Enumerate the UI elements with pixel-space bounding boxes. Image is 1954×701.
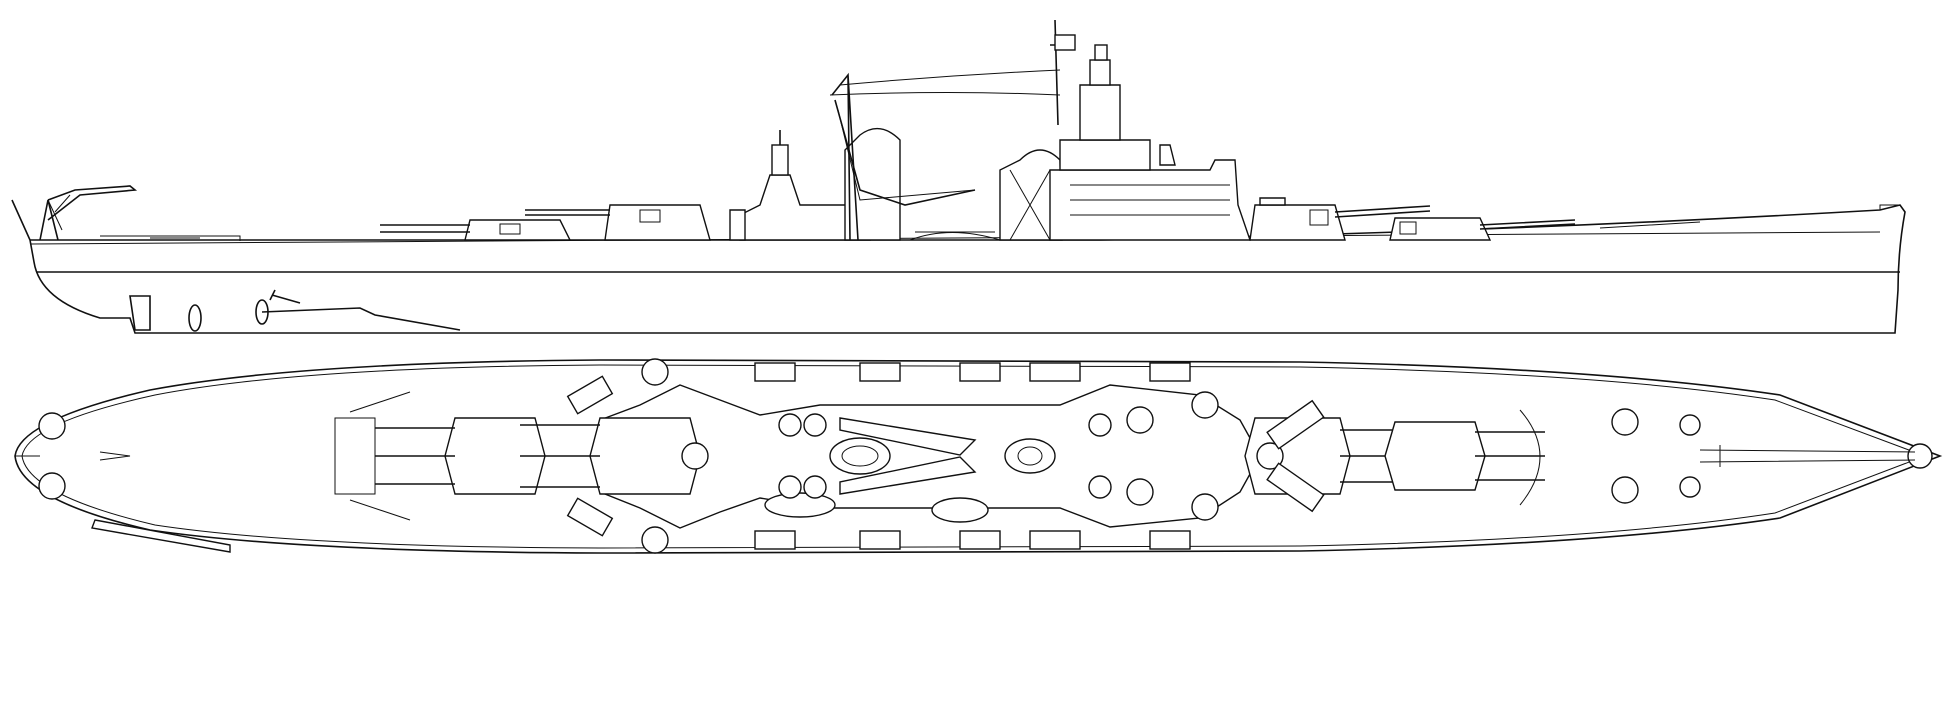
turret-3 — [380, 219, 572, 241]
turret-A-plan — [1384, 421, 1545, 491]
turret-3-plan — [375, 417, 546, 495]
aa-mounts — [566, 362, 1325, 550]
turret-1 — [1249, 197, 1431, 241]
turret-2-plan — [520, 417, 701, 495]
turret-2 — [525, 204, 711, 241]
deck-edge — [29, 231, 1881, 245]
propeller-and-rudder — [129, 289, 461, 332]
aft-funnel — [831, 72, 976, 241]
aft-superstructure — [729, 130, 871, 241]
turret-A — [1389, 217, 1576, 241]
profile-view — [11, 19, 1906, 334]
hull-profile — [11, 199, 1906, 334]
secondary-mounts — [38, 358, 1933, 554]
plan-view — [14, 358, 1943, 554]
aircraft-crane — [39, 185, 138, 241]
forward-superstructure — [829, 19, 1251, 241]
